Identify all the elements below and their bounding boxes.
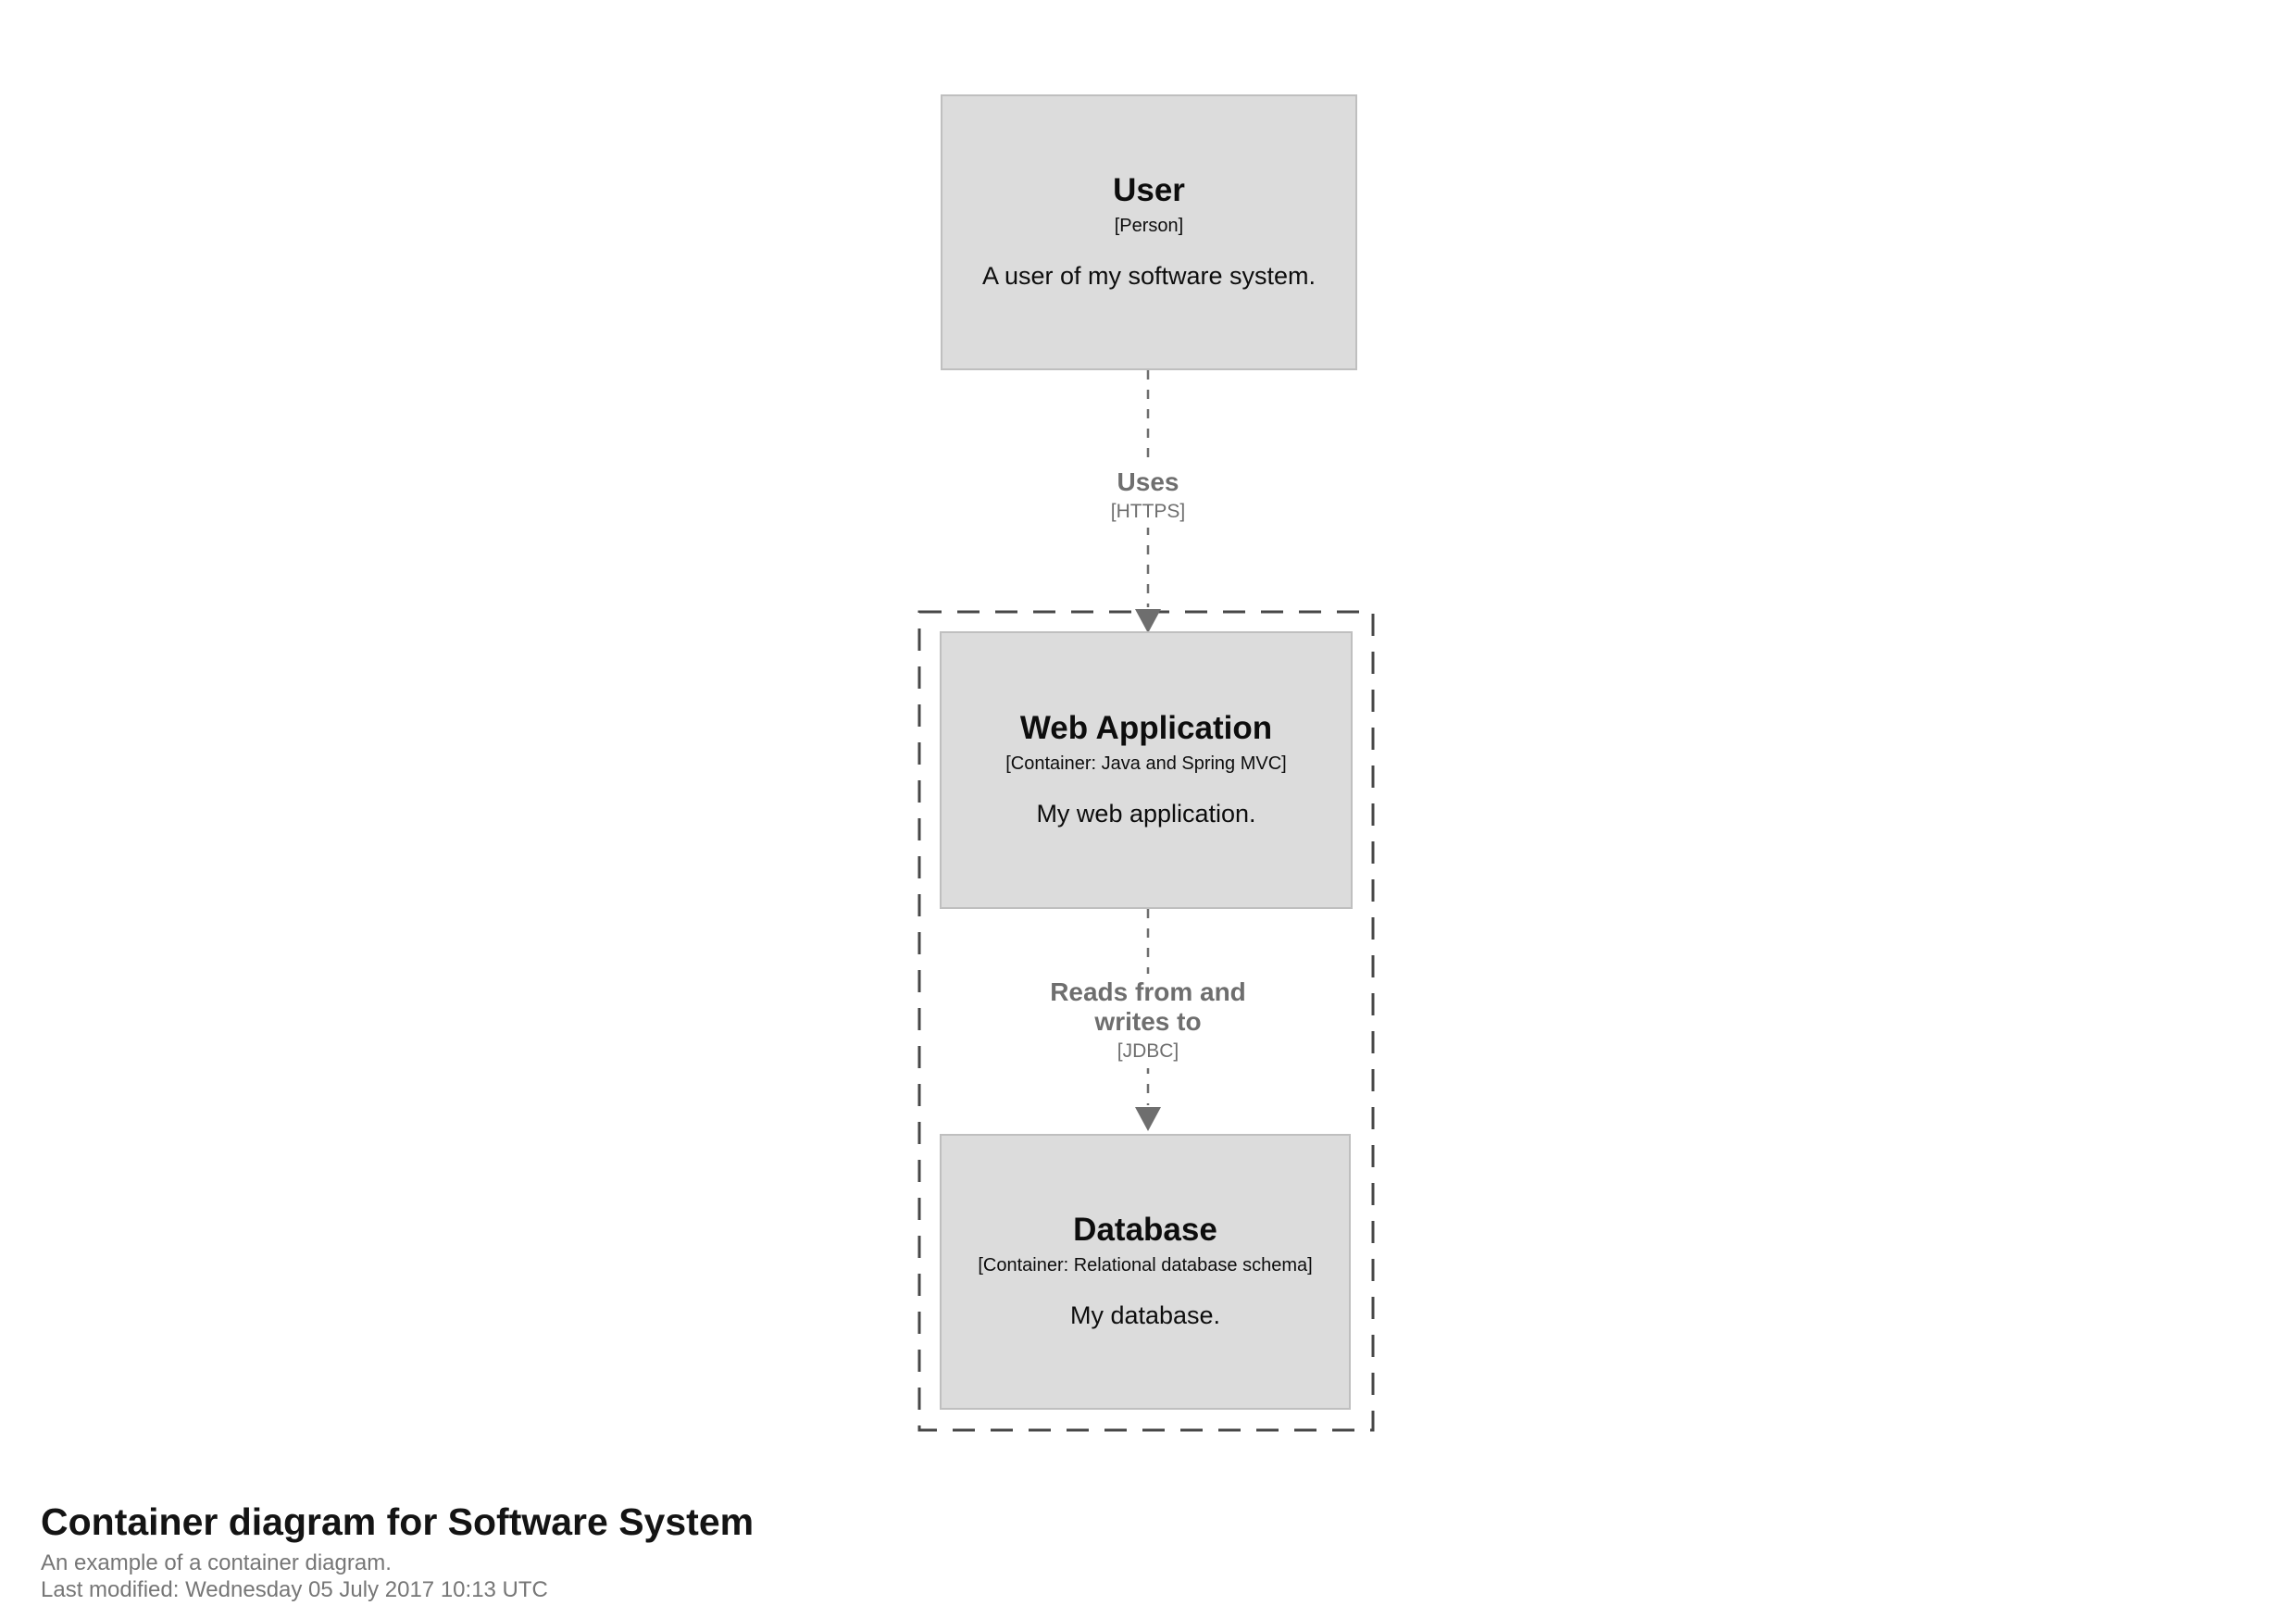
software-system-boundary: [917, 610, 1375, 1432]
node-title: User: [1113, 172, 1185, 209]
diagram-last-modified: Last modified: Wednesday 05 July 2017 10…: [41, 1577, 548, 1603]
node-description: A user of my software system.: [981, 262, 1316, 291]
relationship-technology: [HTTPS]: [1110, 501, 1186, 523]
node-user-person[interactable]: User [Person] A user of my software syst…: [941, 94, 1357, 370]
node-meta: [Person]: [1114, 216, 1184, 237]
node-database-container[interactable]: Database [Container: Relational database…: [940, 1134, 1351, 1410]
relationship-technology: [JDBC]: [1117, 1040, 1179, 1063]
arrowhead-icon: [1135, 609, 1161, 633]
relationship-label-uses: Uses [HTTPS]: [1103, 464, 1193, 529]
arrowhead-icon: [1135, 1107, 1161, 1131]
diagram-title: Container diagram for Software System: [41, 1500, 755, 1543]
node-description: My web application.: [1036, 800, 1256, 828]
node-description: My database.: [1069, 1301, 1221, 1330]
node-meta: [Container: Java and Spring MVC]: [1005, 753, 1287, 775]
relationship-label-reads-writes: Reads from and writes to [JDBC]: [1032, 974, 1264, 1068]
node-meta: [Container: Relational database schema]: [978, 1255, 1313, 1276]
node-title: Web Application: [1019, 710, 1273, 747]
node-web-application-container[interactable]: Web Application [Container: Java and Spr…: [940, 631, 1353, 909]
relationship-name: Uses: [1117, 467, 1179, 496]
diagram-footer: Container diagram for Software System An…: [41, 1500, 754, 1603]
node-title: Database: [1073, 1212, 1217, 1249]
relationship-name: Reads from and writes to: [1050, 977, 1246, 1037]
diagram-subtitle: An example of a container diagram.: [41, 1550, 392, 1576]
